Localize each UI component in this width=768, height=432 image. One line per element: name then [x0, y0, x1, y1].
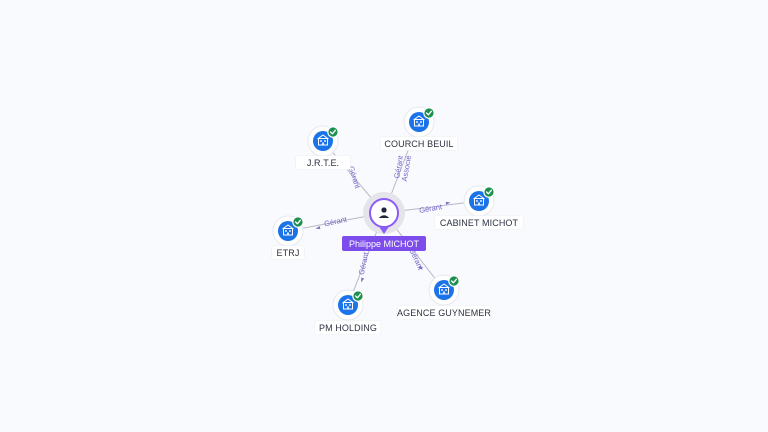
company-label-bg	[380, 136, 458, 151]
company-label-bg	[396, 305, 492, 320]
center-person-node[interactable]: Philippe MICHOT	[342, 192, 426, 251]
arrow-pm-holding	[361, 277, 365, 283]
company-disc	[313, 131, 333, 151]
building-icon	[342, 298, 354, 310]
company-label-bg	[295, 155, 351, 170]
company-node-cabinet-michot[interactable]: CABINET MICHOT	[434, 185, 524, 230]
link-label-etrj: Gérant	[323, 215, 348, 229]
verified-check-icon	[448, 275, 460, 287]
verified-check-icon	[292, 216, 304, 228]
building-icon	[282, 224, 294, 236]
company-name[interactable]: AGENCE GUYNEMER	[397, 308, 491, 318]
verified-check-icon	[327, 126, 339, 138]
company-label-bg	[271, 245, 305, 260]
company-label-bg	[434, 215, 524, 230]
company-disc	[469, 191, 489, 211]
company-disc	[409, 112, 429, 132]
company-node-agence-guynemer[interactable]: AGENCE GUYNEMER	[396, 274, 492, 320]
building-icon	[438, 283, 450, 295]
company-disc	[338, 295, 358, 315]
link-label-cabinet-michot: Gérant	[418, 202, 443, 215]
building-icon	[317, 134, 329, 146]
arrow-agence-guynemer	[418, 265, 423, 271]
company-disc	[434, 280, 454, 300]
company-node-couch-beuil[interactable]: COURCH BEUIL	[380, 106, 458, 151]
verified-check-icon	[423, 107, 435, 119]
person-name-badge	[342, 236, 426, 251]
company-disc	[278, 221, 298, 241]
company-name[interactable]: COURCH BEUIL	[384, 139, 453, 149]
person-ring	[369, 198, 399, 228]
building-icon	[413, 115, 425, 127]
company-node-jrte[interactable]: J.R.T.E.	[295, 125, 351, 170]
nodes-layer: J.R.T.E. COURCH BEUIL CABINET MICHOT ETRJ PM…	[271, 106, 524, 335]
company-label-bg	[314, 320, 382, 335]
user-icon	[378, 207, 390, 218]
arrow-etrj	[315, 226, 321, 230]
building-icon	[473, 194, 485, 206]
company-node-etrj[interactable]: ETRJ	[271, 215, 305, 260]
link-label-couch-beuil: GérantAssocié	[392, 153, 413, 182]
link-label-pm-holding: Gérant	[357, 250, 371, 275]
company-name[interactable]: PM HOLDING	[319, 323, 377, 333]
verified-check-icon	[483, 186, 495, 198]
arrow-cabinet-michot	[445, 201, 451, 205]
verified-check-icon	[352, 290, 364, 302]
company-node-pm-holding[interactable]: PM HOLDING	[314, 289, 382, 335]
company-name[interactable]: ETRJ	[277, 248, 300, 258]
company-name[interactable]: J.R.T.E.	[307, 158, 339, 168]
company-name[interactable]: CABINET MICHOT	[440, 218, 519, 228]
person-name[interactable]: Philippe MICHOT	[349, 239, 420, 249]
